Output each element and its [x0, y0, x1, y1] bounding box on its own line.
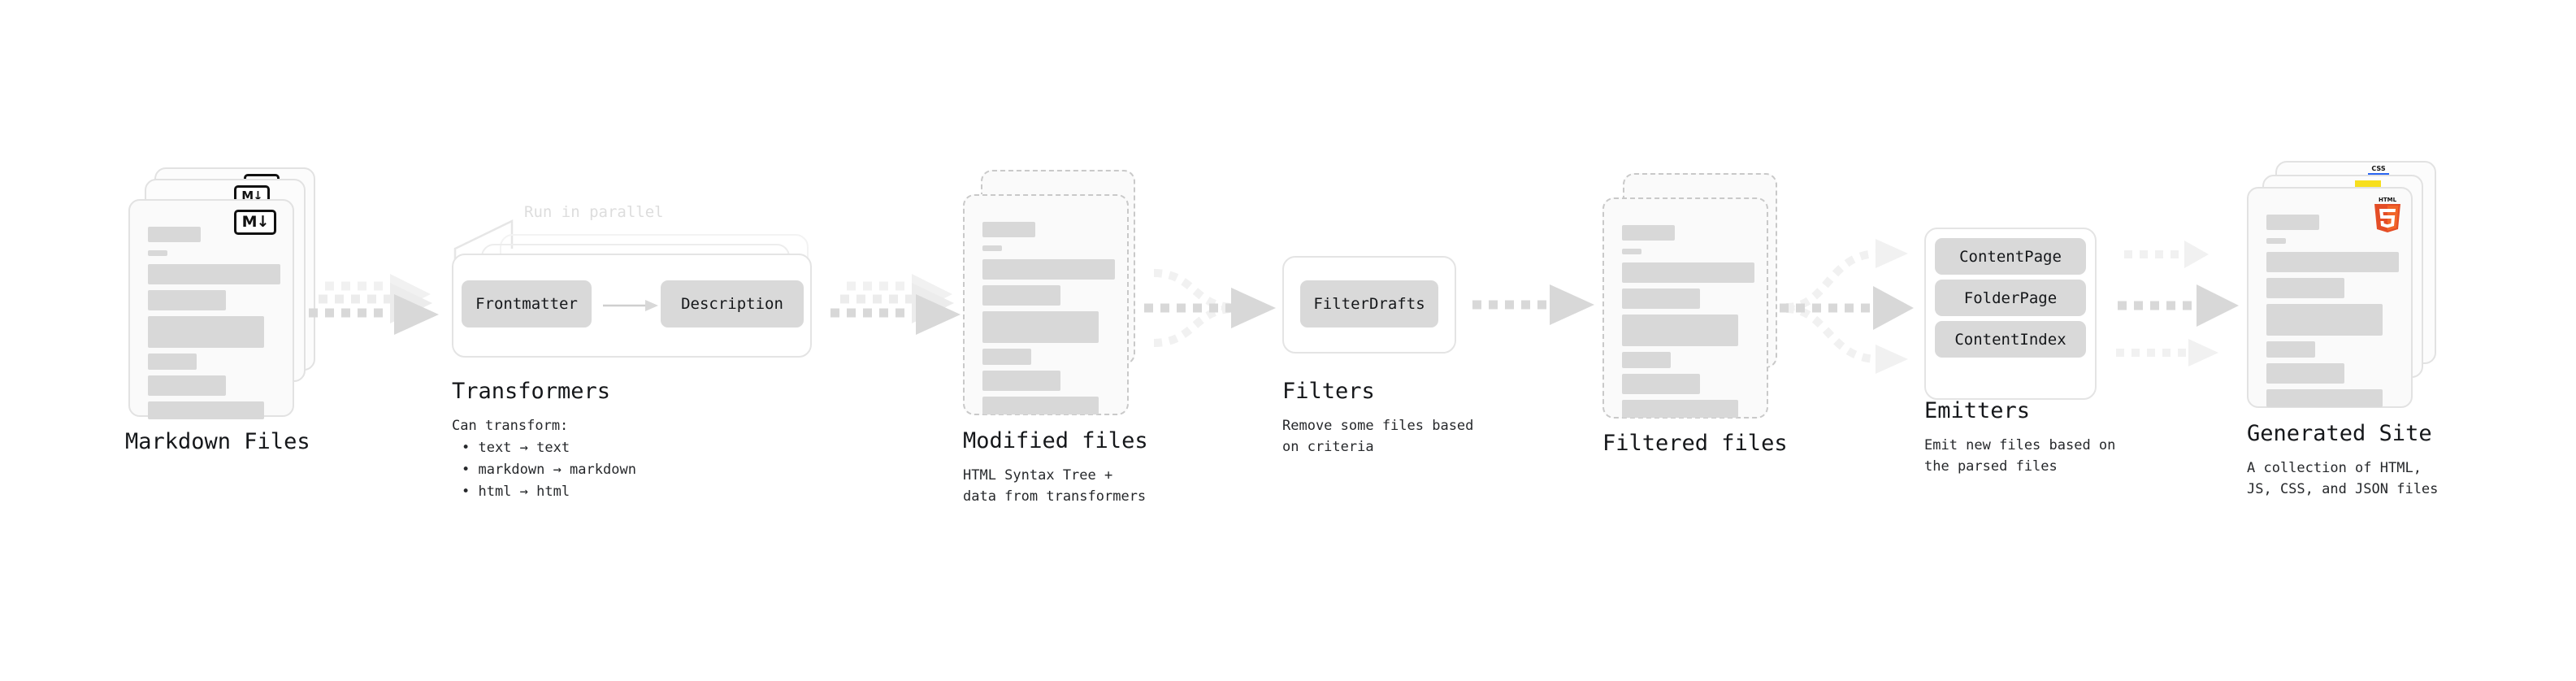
emitters-pill-contentindex[interactable]: ContentIndex — [1935, 321, 2086, 358]
arrow-filtered-to-emitters — [1780, 239, 1914, 374]
arrow-modified-to-filters — [1144, 269, 1276, 347]
skeleton-bar — [1622, 262, 1754, 283]
transformers-subtitle-line-1: • text → text — [462, 440, 570, 456]
skeleton-bar — [1622, 352, 1671, 368]
arrow-emitters-to-site — [2116, 241, 2239, 367]
skeleton-bar — [2266, 238, 2286, 244]
skeleton-bar — [1622, 249, 1641, 254]
skeleton-bar — [148, 290, 226, 310]
skeleton-bar — [2266, 215, 2319, 230]
stage-title-transformers: Transformers — [452, 379, 611, 404]
skeleton-bar — [982, 349, 1031, 365]
skeleton-bar — [2266, 304, 2383, 336]
filters-pill-filterdrafts[interactable]: FilterDrafts — [1300, 280, 1438, 327]
emitters-pill-contentpage[interactable]: ContentPage — [1935, 238, 2086, 275]
html5-icon: HTML — [2374, 197, 2400, 232]
skeleton-bar — [148, 354, 197, 370]
markdown-card-front: M↓ — [128, 199, 294, 419]
stage-title-filtered-files: Filtered files — [1602, 431, 1788, 456]
run-in-parallel-label: Run in parallel — [524, 203, 664, 221]
stage-title-filters: Filters — [1282, 379, 1375, 404]
skeleton-bar — [2266, 389, 2383, 407]
arrow-filters-to-filtered — [1472, 284, 1594, 325]
skeleton-bar — [982, 259, 1115, 280]
transformers-subtitle-line-2: • markdown → markdown — [462, 462, 636, 478]
modified-card-front — [963, 194, 1129, 415]
emitters-pill-folderpage[interactable]: FolderPage — [1935, 280, 2086, 316]
arrow-markdown-to-transformers — [309, 274, 439, 335]
stage-title-markdown-files: Markdown Files — [125, 429, 310, 454]
skeleton-bar — [1622, 288, 1700, 309]
skeleton-bar — [2266, 252, 2399, 272]
site-card-front: HTML — [2247, 187, 2413, 408]
stage-title-generated-site: Generated Site — [2247, 421, 2432, 446]
site-subtitle-line-0: A collection of HTML, — [2247, 460, 2422, 476]
skeleton-bar — [1622, 400, 1738, 418]
skeleton-bar — [982, 397, 1099, 414]
skeleton-bar — [148, 264, 280, 284]
site-subtitle-line-1: JS, CSS, and JSON files — [2247, 481, 2439, 497]
transformer-inner-arrow-front — [603, 300, 658, 311]
transformer-pill-description[interactable]: Description — [661, 280, 804, 327]
transformers-subtitle-line-0: Can transform: — [452, 418, 569, 434]
skeleton-bar — [2266, 363, 2344, 384]
arrow-transformers-to-modified — [830, 274, 961, 335]
skeleton-bar — [2266, 341, 2315, 358]
skeleton-bar — [148, 401, 264, 419]
skeleton-bar — [148, 250, 167, 256]
skeleton-bar — [1622, 314, 1738, 346]
skeleton-bar — [982, 245, 1002, 251]
skeleton-bar — [1622, 225, 1675, 241]
filtered-card-front — [1602, 197, 1768, 419]
css-icon-label: CSS — [2371, 165, 2386, 172]
skeleton-bar — [982, 285, 1060, 306]
skeleton-bar — [982, 371, 1060, 391]
markdown-icon-front: M↓ — [234, 210, 276, 235]
modified-subtitle-line-0: HTML Syntax Tree + — [963, 467, 1113, 484]
filters-subtitle-line-1: on criteria — [1282, 439, 1374, 455]
skeleton-bar — [982, 311, 1099, 343]
emitters-subtitle-line-0: Emit new files based on — [1924, 437, 2116, 453]
skeleton-bar — [148, 375, 226, 396]
skeleton-bar — [148, 227, 201, 242]
stage-title-emitters: Emitters — [1924, 398, 2031, 423]
skeleton-bar — [2266, 278, 2344, 298]
stage-title-modified-files: Modified files — [963, 428, 1148, 453]
emitters-subtitle-line-1: the parsed files — [1924, 458, 2058, 475]
modified-subtitle-line-1: data from transformers — [963, 488, 1147, 505]
filters-subtitle-line-0: Remove some files based — [1282, 418, 1474, 434]
skeleton-bar — [982, 222, 1035, 237]
transformer-pill-frontmatter[interactable]: Frontmatter — [462, 280, 592, 327]
svg-text:HTML: HTML — [2379, 197, 2397, 203]
skeleton-bar — [148, 316, 264, 348]
skeleton-bar — [1622, 374, 1700, 394]
transformers-subtitle-line-3: • html → html — [462, 484, 570, 500]
